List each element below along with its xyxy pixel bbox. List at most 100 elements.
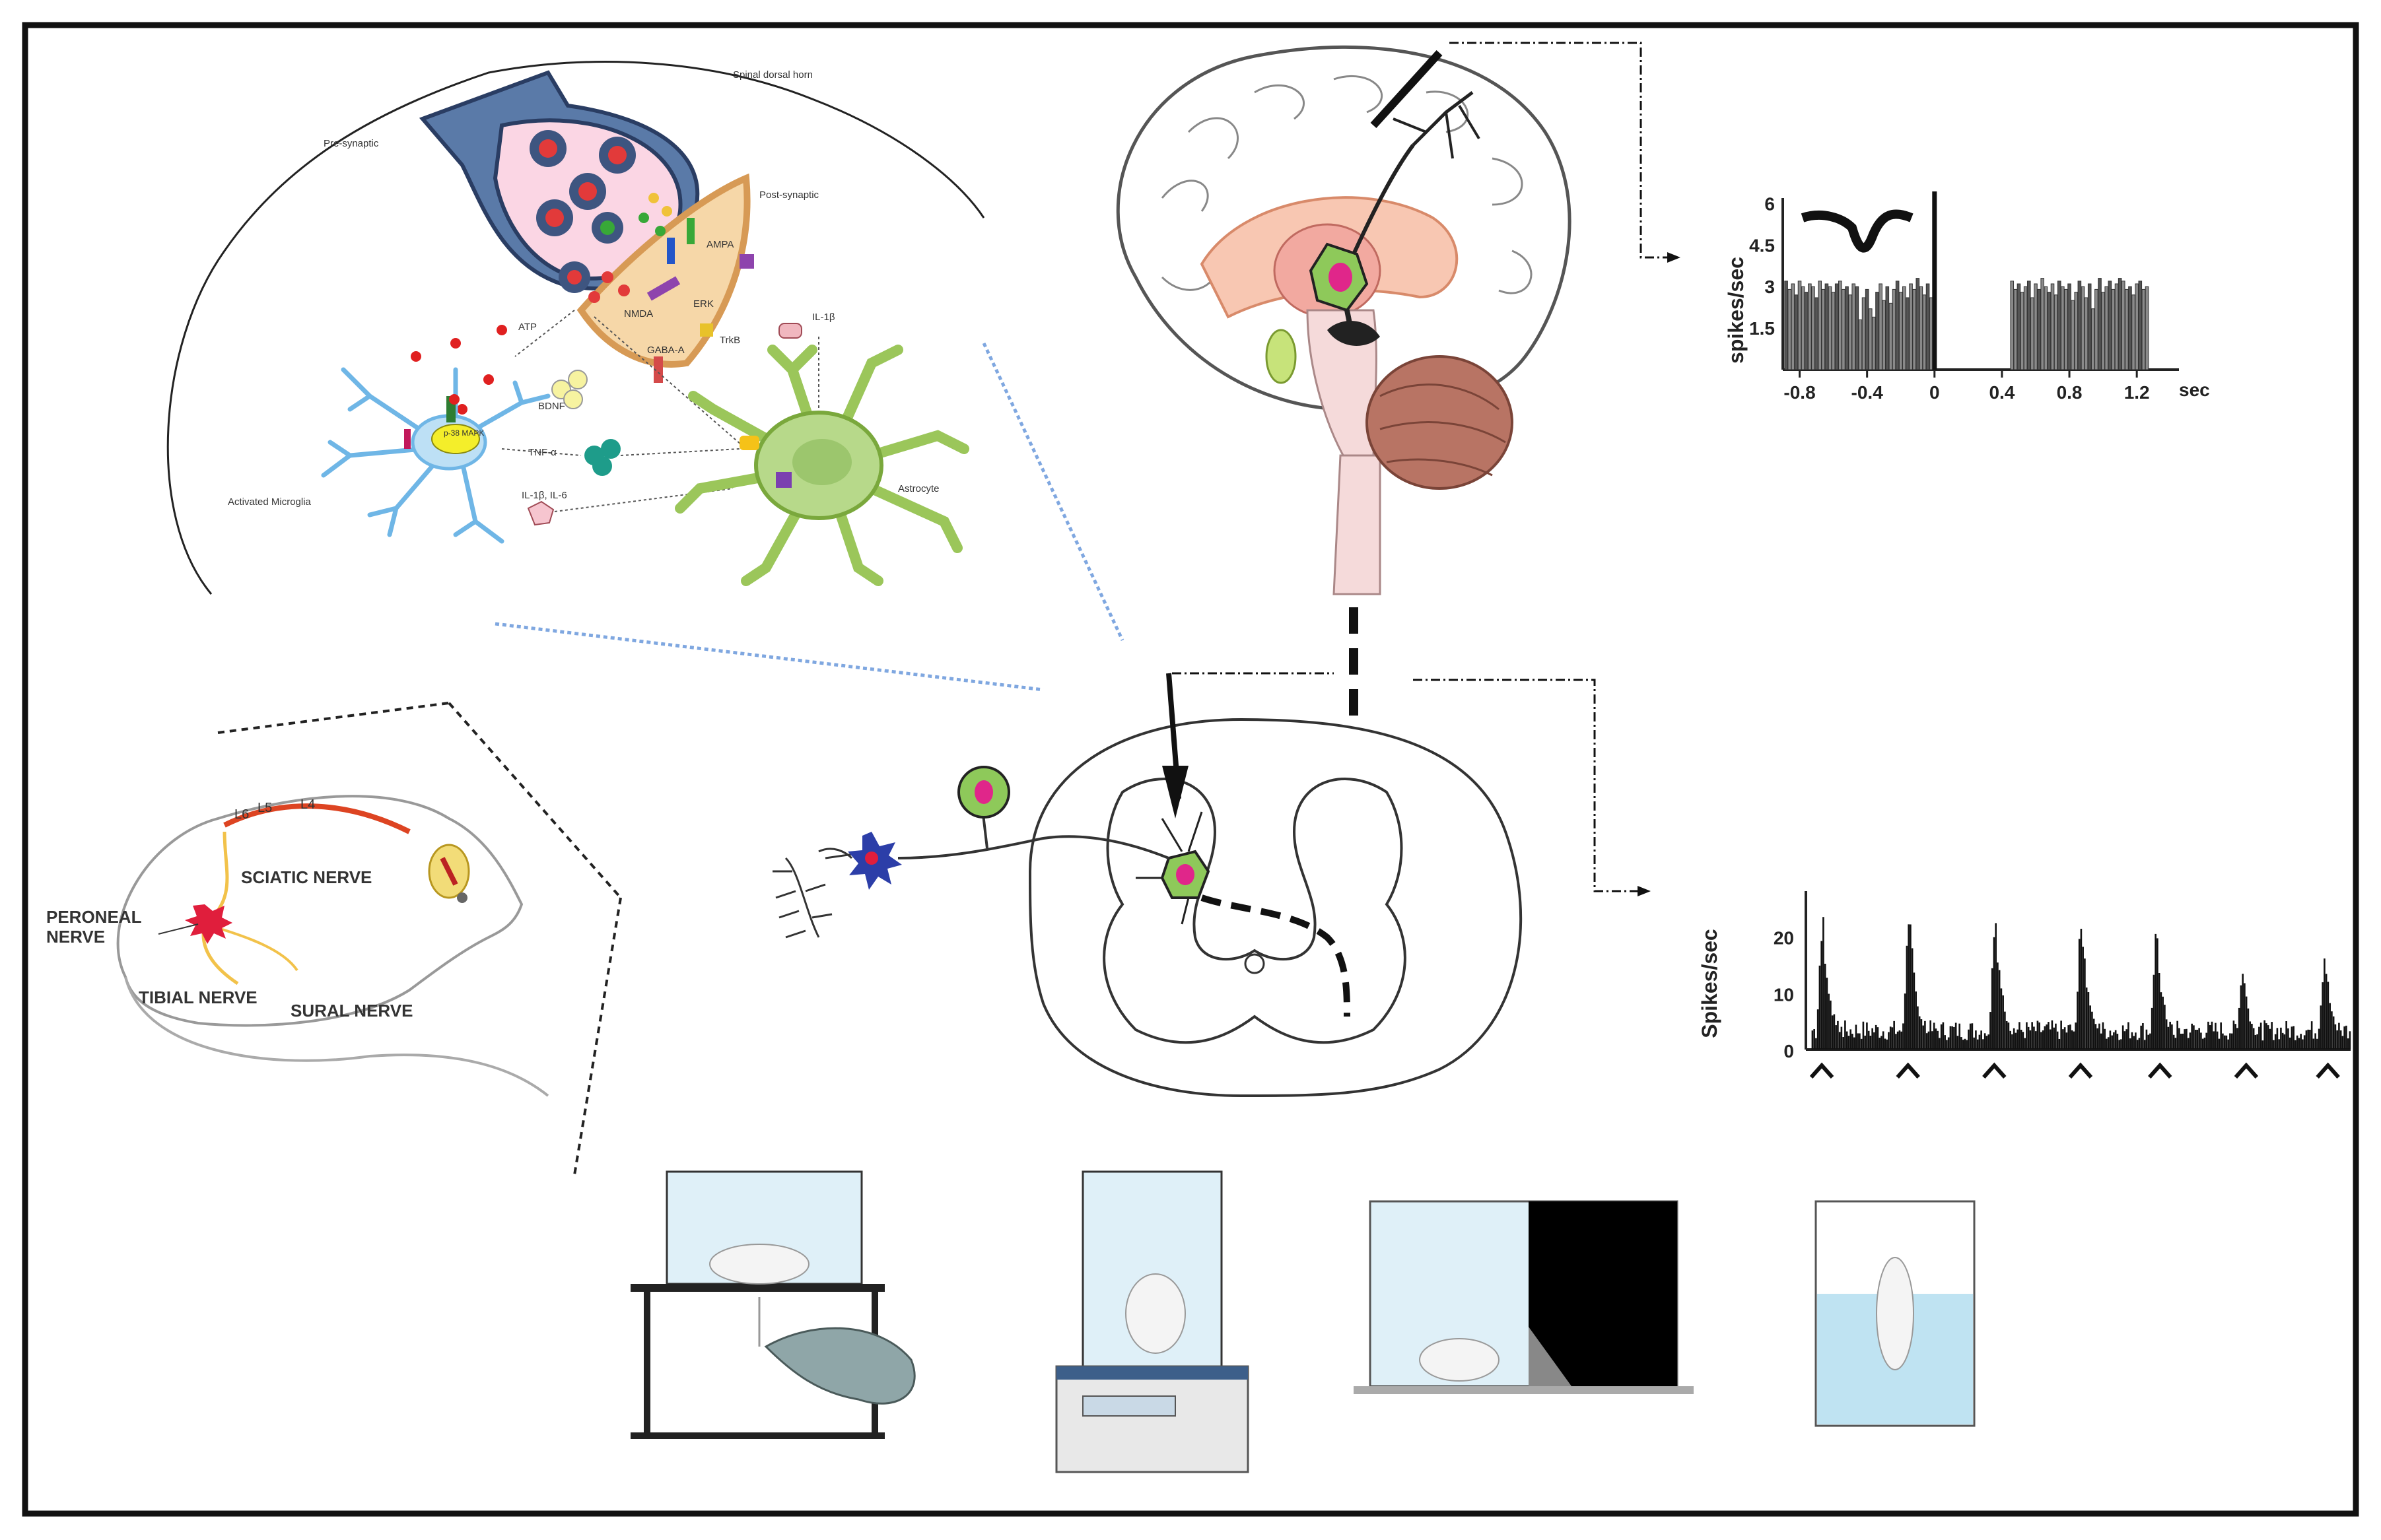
synaptic-vesicles	[530, 130, 636, 293]
chart-bottom-bar	[2216, 1031, 2219, 1050]
stimulus-marker	[2234, 1062, 2259, 1079]
chart-top-bar	[1919, 286, 1923, 370]
chart-top-xtick: -0.4	[1851, 382, 1884, 403]
chart-bottom-bar	[1895, 1034, 1897, 1050]
rat-nerve-panel: L6 L5 L4 SCIATIC NERVE PERONEAL NERVE TI…	[46, 702, 622, 1176]
chart-bottom-bar	[1842, 1037, 1844, 1050]
chart-bottom-bar	[2302, 1039, 2304, 1050]
chart-bottom-bar	[2127, 1022, 2129, 1050]
activated-microglia	[321, 367, 551, 544]
chart-top-bar	[2084, 297, 2088, 370]
il1b-label: IL-1β	[812, 312, 835, 323]
chart-bottom-ytick: 20	[1774, 928, 1794, 949]
chart-bottom-bar	[2305, 1030, 2308, 1050]
chart-top-bar	[1804, 292, 1809, 370]
chart-top-bar	[1855, 286, 1859, 370]
chart-bottom-bar	[1835, 1025, 1837, 1050]
chart-top-bar	[1787, 288, 1792, 370]
chart-bottom-bar	[2017, 1029, 2019, 1050]
chart-bottom-bar	[2245, 996, 2248, 1050]
chart-bottom-bar	[1867, 1030, 1870, 1050]
chart-bottom-bar	[1906, 945, 1908, 1050]
chart-top-bar	[2104, 286, 2109, 370]
chart-bottom-bar	[2151, 1007, 2153, 1050]
chart-bottom-bar	[2178, 1028, 2180, 1050]
chart-bottom-bar	[2024, 1038, 2026, 1050]
chart-bottom-bar	[2289, 1037, 2291, 1050]
chart-top-bar	[2013, 288, 2018, 370]
chart-bottom-bar	[2063, 1027, 2066, 1050]
chart-top-bar	[1842, 288, 1846, 370]
chart-top-bar	[2037, 288, 2041, 370]
chart-bottom-bar	[2314, 1033, 2316, 1050]
chart-bottom-bar	[2230, 1033, 2233, 1050]
chart-top-bar	[1838, 281, 1842, 370]
chart-bottom-bar	[2155, 933, 2157, 1050]
chart-top-bar	[2061, 286, 2065, 370]
chart-bottom-bar	[2176, 1021, 2178, 1050]
chart-bottom-bar	[2258, 1026, 2260, 1050]
chart-bottom-bar	[1995, 923, 1997, 1050]
chart-bottom-bar	[2019, 1022, 2020, 1050]
chart-bottom-bar	[2116, 1034, 2119, 1050]
chart-bottom-bar	[2324, 958, 2326, 1050]
chart-top-bar	[2044, 286, 2048, 370]
chart-bottom-bar	[2013, 1028, 2015, 1050]
chart-bottom-bar	[2060, 1021, 2062, 1050]
chart-bottom-bar	[1893, 1021, 1895, 1050]
chart-bottom-bar	[2042, 1030, 2044, 1050]
chart-bottom-bar	[1860, 1038, 1863, 1050]
chart-bottom-bar	[1818, 965, 1821, 1050]
chart-bottom-bar	[2036, 1021, 2039, 1050]
sural-nerve-label: SURAL NERVE	[291, 1001, 413, 1021]
spinal-to-chart-arrow	[1638, 886, 1651, 896]
chart-bottom-bar	[1944, 1035, 1946, 1050]
chart-bottom-bar	[1902, 1023, 1904, 1050]
chart-top-bar	[2090, 308, 2095, 370]
chart-bottom-bar	[1924, 1021, 1926, 1050]
astrocyte-label: Astrocyte	[898, 483, 940, 494]
chart-bottom-bar	[1822, 917, 1824, 1050]
chart-bottom-bar	[1884, 1038, 1886, 1050]
chart-top-bar	[2023, 286, 2028, 370]
chart-bottom-bar	[2004, 1011, 2006, 1050]
chart-bottom-bar	[2011, 1034, 2013, 1050]
chart-top-bar	[2040, 278, 2044, 370]
chart-bottom-bar	[2040, 1032, 2042, 1050]
chart-bottom-bar	[1871, 1028, 1873, 1050]
chart-bottom-bar	[1908, 924, 1910, 1050]
chart-bottom-bar	[2265, 1023, 2267, 1050]
chart-bottom-bar	[2280, 1027, 2282, 1050]
chart-top-bar	[2111, 288, 2116, 370]
chart-top-bar	[1898, 292, 1903, 370]
chart-bottom-bar	[2033, 1026, 2035, 1050]
chart-bottom-bar	[1951, 1026, 1953, 1050]
chart-top-xunit: sec	[2179, 380, 2210, 400]
chart-bottom-bar	[2122, 1025, 2124, 1050]
chart-bottom-bar	[2312, 1038, 2315, 1050]
chart-bottom-bar	[1913, 972, 1915, 1050]
chart-top-bar	[1902, 286, 1906, 370]
chart-top-bar	[1831, 292, 1836, 370]
chart-bottom-bar	[2300, 1034, 2302, 1050]
chart-top-bar	[1892, 288, 1896, 370]
chart-bottom-bar	[1975, 1030, 1977, 1050]
chart-top-bar	[2026, 281, 2031, 370]
chart-top-bar	[1906, 297, 1910, 370]
chart-top-bar	[2138, 281, 2143, 370]
chart-bottom-bar	[2182, 1033, 2184, 1050]
chart-bottom-bar	[2196, 1030, 2199, 1050]
zoom-bracket	[448, 702, 622, 899]
chart-bottom-ylabel: Spikes/sec	[1698, 929, 1721, 1038]
chart-bottom-bar	[2098, 1023, 2100, 1050]
stimulus-marker	[1896, 1062, 1920, 1079]
chart-bottom-bar	[1927, 1031, 1930, 1050]
chart-top-ytick: 3	[1764, 277, 1775, 297]
chart-bottom-bar	[1976, 1039, 1979, 1050]
presynaptic-label: Pre-synaptic	[324, 138, 379, 149]
chart-top-bar	[1882, 300, 1886, 370]
chart-bottom-bar	[2222, 1033, 2224, 1050]
chart-bottom-bar	[1844, 1020, 1846, 1050]
chart-bottom-bar	[2160, 992, 2162, 1050]
